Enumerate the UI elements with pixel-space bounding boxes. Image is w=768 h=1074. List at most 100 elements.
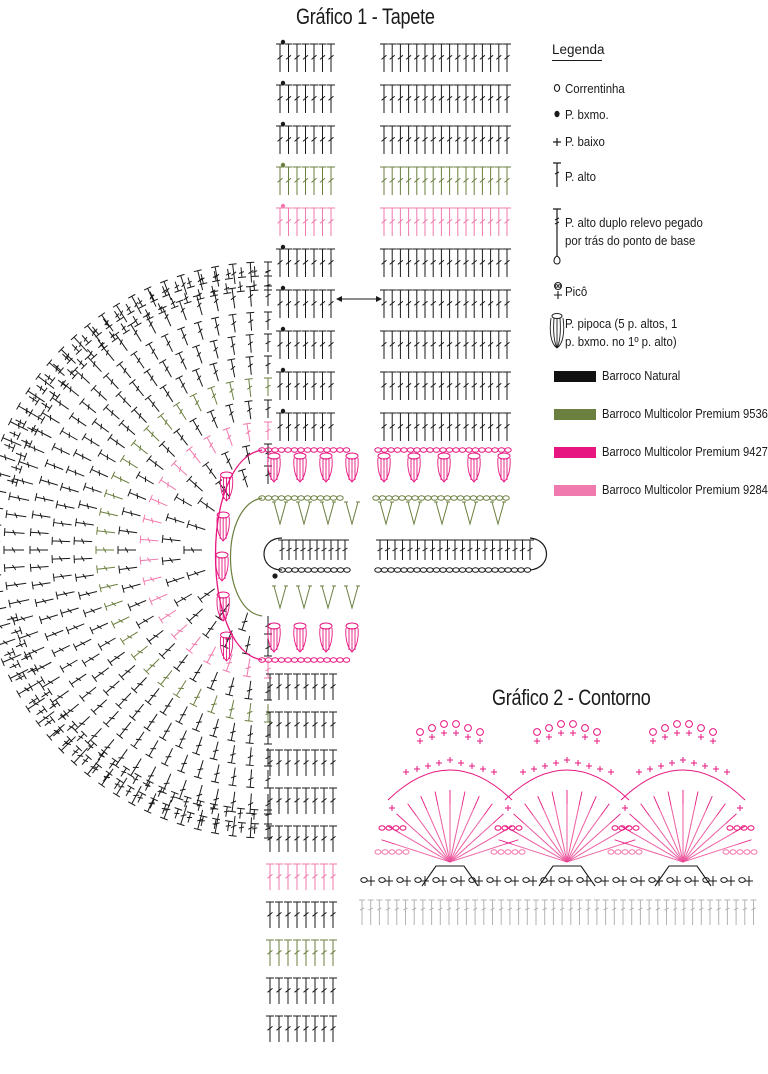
double-crochet-icon (96, 565, 116, 574)
double-crochet-icon (320, 901, 328, 928)
double-crochet-icon (21, 407, 34, 417)
double-crochet-icon (404, 371, 413, 400)
double-crochet-icon (388, 289, 397, 318)
double-crochet-icon (320, 939, 328, 966)
double-crochet-icon (284, 901, 292, 928)
double-crochet-icon (266, 787, 274, 814)
double-crochet-icon (170, 790, 179, 803)
double-crochet-icon (310, 84, 318, 113)
double-crochet-icon (79, 686, 97, 702)
double-crochet-icon (3, 546, 24, 554)
double-crochet-icon (102, 710, 119, 728)
double-crochet-icon (49, 394, 69, 410)
double-crochet-icon (284, 787, 292, 814)
double-crochet-icon (413, 539, 422, 560)
double-crochet-icon (161, 534, 181, 543)
double-crochet-icon (473, 539, 482, 560)
double-crochet-icon (21, 683, 34, 693)
double-crochet-icon (376, 539, 384, 560)
double-crochet-icon (318, 248, 327, 277)
double-crochet-icon (327, 207, 335, 236)
double-crochet-icon (222, 653, 233, 673)
double-crochet-icon (470, 207, 479, 236)
double-crochet-icon (148, 593, 168, 606)
double-crochet-icon (327, 166, 335, 195)
double-crochet-icon (302, 825, 310, 852)
double-crochet-icon (4, 443, 16, 453)
double-crochet-icon (127, 785, 142, 807)
double-crochet-icon (458, 539, 467, 560)
double-crochet-icon (8, 492, 30, 502)
double-crochet-icon (78, 591, 98, 600)
double-crochet-icon (478, 330, 487, 359)
double-crochet-icon (264, 770, 272, 789)
double-crochet-icon (276, 166, 284, 195)
double-crochet-icon (128, 703, 145, 721)
double-crochet-icon (421, 207, 429, 236)
double-crochet-icon (327, 43, 335, 72)
double-crochet-icon (318, 207, 327, 236)
double-crochet-icon (227, 358, 236, 378)
double-crochet-icon (52, 518, 72, 527)
double-crochet-icon (115, 692, 132, 710)
double-crochet-icon (396, 330, 405, 359)
double-crochet-icon (486, 207, 495, 236)
double-crochet-icon (237, 267, 246, 279)
double-crochet-icon (421, 412, 429, 441)
double-crochet-icon (301, 84, 310, 113)
double-crochet-icon (27, 664, 39, 674)
double-crochet-icon (71, 344, 83, 355)
double-crochet-icon (275, 901, 283, 928)
double-crochet-icon (421, 43, 429, 72)
double-crochet-icon (388, 371, 397, 400)
double-crochet-icon (264, 333, 272, 352)
double-crochet-icon (380, 166, 388, 195)
double-crochet-icon (486, 125, 495, 154)
double-crochet-icon (264, 660, 272, 679)
popcorn-stitch-icon (319, 452, 333, 483)
chart2-title: Gráfico 2 - Contorno (492, 685, 651, 710)
double-crochet-icon (210, 290, 219, 312)
double-crochet-icon (284, 939, 292, 966)
double-crochet-icon (264, 726, 272, 745)
double-crochet-icon (137, 791, 147, 803)
double-crochet-icon (120, 765, 131, 777)
double-crochet-icon (161, 802, 171, 814)
double-crochet-icon (139, 535, 159, 544)
double-crochet-icon (127, 488, 147, 500)
double-crochet-icon (203, 646, 217, 665)
double-crochet-icon (293, 371, 301, 400)
double-crochet-icon (404, 207, 413, 236)
double-crochet-icon (172, 680, 187, 699)
double-crochet-icon (437, 248, 446, 277)
double-crochet-icon (327, 84, 335, 113)
double-crochet-icon (143, 368, 158, 387)
double-crochet-icon (327, 412, 335, 441)
double-crochet-icon (404, 330, 413, 359)
double-crochet-icon (310, 289, 318, 318)
double-crochet-icon (478, 248, 487, 277)
double-crochet-icon (320, 863, 328, 890)
double-crochet-icon (236, 281, 245, 293)
double-crochet-icon (143, 713, 158, 732)
double-crochet-icon (293, 825, 301, 852)
double-crochet-icon (388, 166, 397, 195)
double-crochet-icon (86, 349, 98, 360)
double-crochet-icon (0, 606, 7, 616)
picot-icon (554, 282, 562, 299)
double-crochet-icon (0, 450, 16, 462)
double-crochet-icon (478, 43, 487, 72)
double-crochet-icon (429, 412, 438, 441)
double-crochet-icon (311, 673, 319, 700)
double-crochet-icon (222, 427, 233, 447)
double-arrow-icon (336, 296, 382, 302)
double-crochet-icon (175, 299, 187, 321)
double-crochet-icon (193, 809, 204, 831)
double-crochet-icon (266, 901, 274, 928)
double-crochet-icon (437, 207, 446, 236)
double-crochet-icon (388, 207, 397, 236)
double-crochet-icon (60, 703, 80, 721)
double-crochet-icon (7, 613, 19, 622)
double-crochet-icon (311, 825, 319, 852)
double-crochet-icon (320, 711, 328, 738)
